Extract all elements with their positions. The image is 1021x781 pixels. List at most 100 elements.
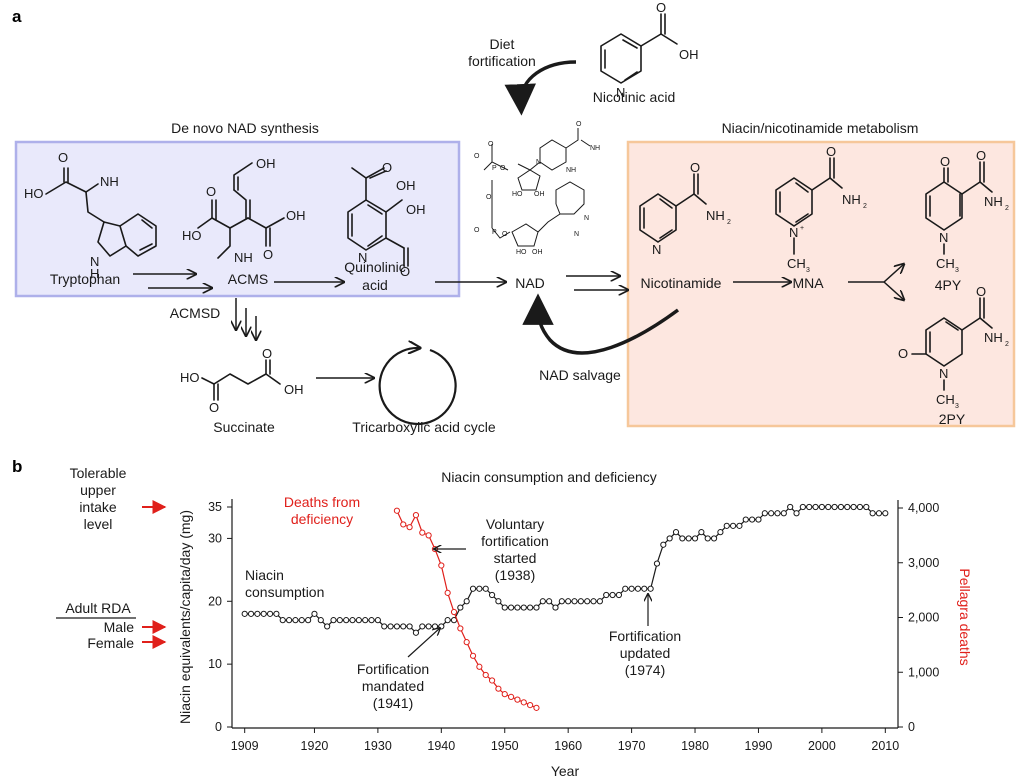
svg-text:2: 2 <box>863 203 867 210</box>
svg-text:O: O <box>382 160 392 175</box>
tolerable-3: intake <box>79 499 117 515</box>
annotation-voluntary: fortification <box>481 533 549 549</box>
consumption-point <box>362 617 369 624</box>
annotation-voluntary: (1938) <box>495 567 535 583</box>
deaths-point <box>476 663 483 670</box>
consumption-point <box>469 585 477 592</box>
svg-text:CH: CH <box>787 256 806 271</box>
x-tick-label: 1909 <box>231 739 259 753</box>
quinolinic-label-1: Quinolinic <box>344 259 405 275</box>
deaths-point <box>438 562 445 569</box>
nicotinamide-label: Nicotinamide <box>641 275 722 291</box>
consumption-point <box>431 623 439 630</box>
quinolinic-label-2: acid <box>362 277 388 293</box>
consumption-point <box>247 610 255 617</box>
y-left-tick-label: 35 <box>208 500 222 514</box>
consumption-point <box>717 529 724 536</box>
consumption-point <box>330 617 337 624</box>
svg-text:O: O <box>940 154 950 169</box>
svg-text:O: O <box>400 264 410 279</box>
consumption-point <box>603 591 610 599</box>
consumption-point <box>520 604 527 611</box>
adult-rda-label: Adult RDA <box>65 600 131 616</box>
y-left-tick-label: 30 <box>208 531 222 545</box>
deaths-point <box>527 702 534 709</box>
consumption-point <box>558 598 565 605</box>
svg-text:NH: NH <box>234 250 253 265</box>
deaths-point <box>463 639 470 646</box>
svg-text:O: O <box>500 165 506 172</box>
annotation-mandated: (1941) <box>373 695 413 711</box>
nicotinic-acid-label: Nicotinic acid <box>593 89 675 105</box>
consumption-point <box>749 516 756 523</box>
annotation-updated: Fortification <box>609 628 681 644</box>
annotation-niacin-consumption: consumption <box>245 584 324 600</box>
svg-text:O: O <box>206 184 216 199</box>
y-axis-left-label: Niacin equivalents/capita/day (mg) <box>177 510 193 724</box>
pathway-arrows <box>133 264 904 378</box>
annotation-deaths: deficiency <box>291 511 353 527</box>
consumption-point <box>412 629 420 636</box>
consumption-point <box>596 598 603 605</box>
consumption-point <box>349 617 356 624</box>
svg-text:O: O <box>976 148 986 163</box>
svg-text:O: O <box>690 160 700 175</box>
consumption-point <box>273 610 280 617</box>
y-left-tick-label: 20 <box>208 594 222 608</box>
svg-text:3: 3 <box>806 267 810 274</box>
consumption-point <box>818 503 825 511</box>
deaths-point <box>393 507 401 514</box>
svg-text:N: N <box>939 230 948 245</box>
y-right-tick-label: 4,000 <box>908 501 939 515</box>
consumption-point <box>368 617 375 624</box>
consumption-point <box>831 503 838 511</box>
4py-label: 4PY <box>935 277 962 293</box>
x-tick-label: 1940 <box>427 739 455 753</box>
consumption-point <box>729 522 737 529</box>
consumption-point <box>533 604 540 611</box>
svg-text:N: N <box>358 250 367 265</box>
svg-text:CH: CH <box>936 392 955 407</box>
consumption-point <box>736 522 743 529</box>
consumption-point <box>799 503 806 511</box>
x-tick-label: 2000 <box>808 739 836 753</box>
deaths-point <box>469 652 477 659</box>
consumption-point <box>869 510 876 517</box>
chart-title: Niacin consumption and deficiency <box>441 469 657 485</box>
annotation-mandated: mandated <box>362 678 424 694</box>
consumption-point <box>704 535 711 542</box>
nad-label: NAD <box>515 275 545 291</box>
consumption-point <box>374 617 381 624</box>
consumption-point <box>393 623 401 630</box>
svg-text:HO: HO <box>180 370 200 385</box>
consumption-point <box>514 604 521 611</box>
svg-text:NH: NH <box>984 330 1003 345</box>
svg-text:2: 2 <box>727 219 731 226</box>
svg-text:N: N <box>90 254 99 269</box>
consumption-point <box>856 503 864 511</box>
y-right-tick-label: 1,000 <box>908 665 939 679</box>
tryptophan-label: Tryptophan <box>50 271 120 287</box>
consumption-point <box>844 503 851 511</box>
female-label: Female <box>87 635 134 651</box>
consumption-point <box>787 503 794 511</box>
consumption-point <box>793 510 800 517</box>
consumption-point <box>260 610 267 617</box>
consumption-point <box>400 623 407 630</box>
svg-text:OH: OH <box>256 156 276 171</box>
diet-arrow <box>504 60 577 116</box>
consumption-point <box>774 510 781 517</box>
de-novo-title: De novo NAD synthesis <box>171 120 319 136</box>
consumption-point <box>622 585 629 592</box>
svg-text:3: 3 <box>955 403 959 410</box>
consumption-point <box>343 617 350 624</box>
niacin-title: Niacin/nicotinamide metabolism <box>722 120 919 136</box>
x-tick-label: 2010 <box>871 739 899 753</box>
svg-text:OH: OH <box>406 202 426 217</box>
quinolinic-structure: O OH OH O N <box>347 160 426 279</box>
consumption-point <box>381 623 388 630</box>
consumption-point <box>311 610 318 617</box>
consumption-point <box>355 617 362 624</box>
annotation-niacin-consumption: Niacin <box>245 567 284 583</box>
